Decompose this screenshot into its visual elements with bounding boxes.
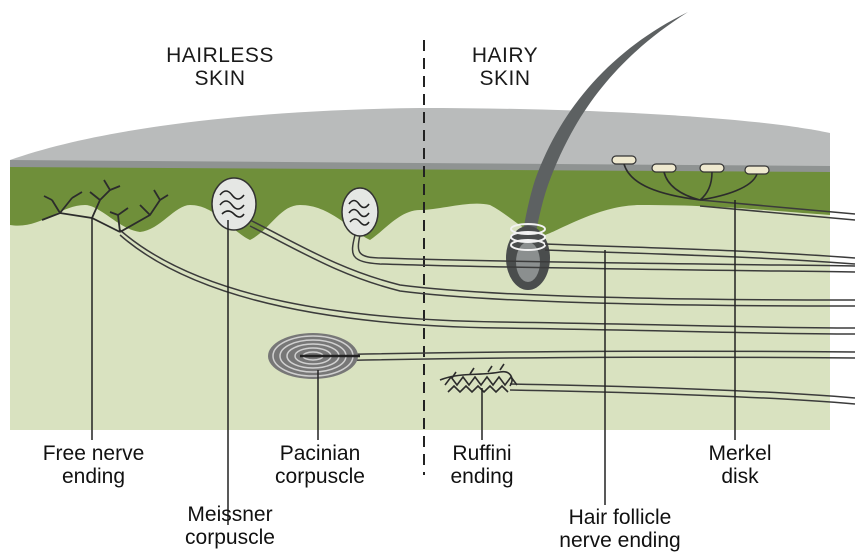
meissner-line1: Meissner <box>155 503 305 526</box>
label-free-nerve-ending: Free nerve ending <box>16 442 171 488</box>
free-nerve-line1: Free nerve <box>16 442 171 465</box>
label-ruffini-ending: Ruffini ending <box>432 442 532 488</box>
meissner-corpuscle-1 <box>212 178 256 230</box>
label-pacinian-corpuscle: Pacinian corpuscle <box>245 442 395 488</box>
merkel-line2: disk <box>690 465 790 488</box>
ruffini-line2: ending <box>432 465 532 488</box>
hair-follicle-line2: nerve ending <box>530 529 710 552</box>
hairless-header-line2: SKIN <box>150 67 290 90</box>
hairless-header-line1: HAIRLESS <box>150 44 290 67</box>
hairy-header-line1: HAIRY <box>455 44 555 67</box>
hairy-header-line2: SKIN <box>455 67 555 90</box>
hairless-skin-header: HAIRLESS SKIN <box>150 44 290 90</box>
meissner-line2: corpuscle <box>155 526 305 549</box>
meissner-corpuscle-2 <box>342 188 378 236</box>
pacinian-line2: corpuscle <box>245 465 395 488</box>
free-nerve-line2: ending <box>16 465 171 488</box>
hairy-skin-header: HAIRY SKIN <box>455 44 555 90</box>
label-hair-follicle-nerve-ending: Hair follicle nerve ending <box>530 506 710 552</box>
merkel-line1: Merkel <box>690 442 790 465</box>
label-merkel-disk: Merkel disk <box>690 442 790 488</box>
ruffini-line1: Ruffini <box>432 442 532 465</box>
hair-follicle-line1: Hair follicle <box>530 506 710 529</box>
label-meissner-corpuscle: Meissner corpuscle <box>155 503 305 549</box>
pacinian-line1: Pacinian <box>245 442 395 465</box>
epidermis-surface <box>10 108 830 166</box>
